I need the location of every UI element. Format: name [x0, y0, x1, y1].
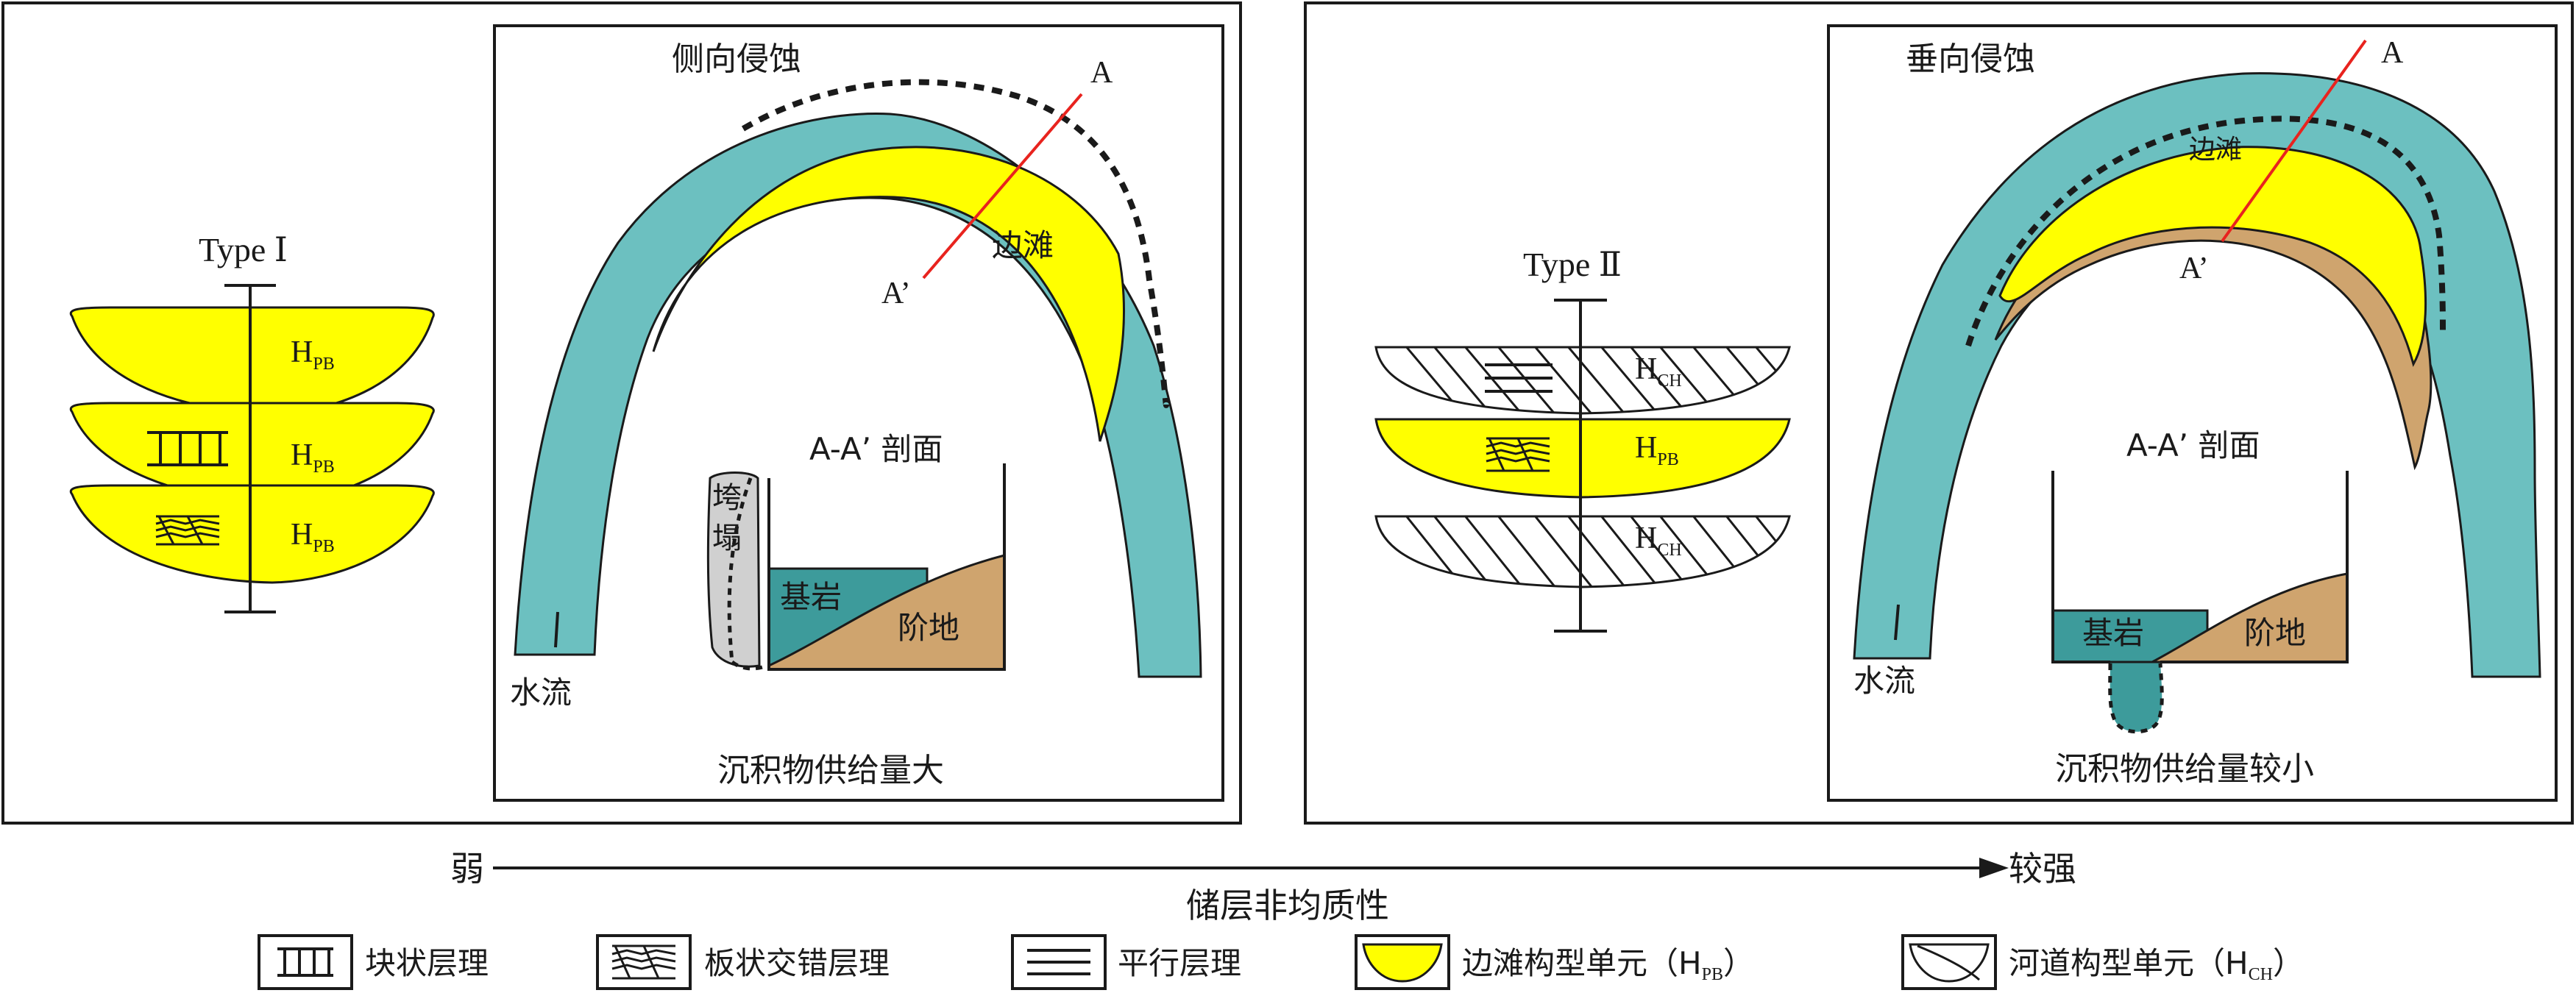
legend-label-massive: 块状层理 — [365, 945, 489, 981]
panel1-section-title: A-A’ 剖面 — [809, 431, 943, 467]
panel2-frame — [1827, 24, 2558, 802]
right-frame — [1304, 1, 2574, 825]
type1-lens-3 — [69, 484, 435, 584]
type1-hpb-1: HPB — [291, 335, 335, 374]
left-frame — [1, 1, 1242, 825]
panel2-flow-arrow — [1894, 604, 1900, 641]
panel1-terrace-label: 阶地 — [898, 610, 959, 646]
type1-hpb-3: HPB — [291, 518, 335, 556]
type2-hch-2: HCH — [1635, 522, 1682, 560]
legend-label-channel: 河道构型单元（HCH） — [2009, 945, 2304, 984]
panel1-point-bar — [652, 146, 1125, 442]
legend-label-cross: 板状交错层理 — [704, 945, 890, 981]
cross-bedding-icon — [596, 934, 692, 990]
type1-hpb-2: HPB — [291, 438, 335, 477]
type2-hpb: HPB — [1635, 431, 1679, 469]
panel2-mark-a2: A’ — [2179, 252, 2209, 285]
panel2-bedrock-label: 基岩 — [2082, 615, 2144, 651]
panel1-point-bar-label: 边滩 — [992, 227, 1054, 263]
panel1-meander — [514, 79, 1202, 678]
panel2-section-line — [2221, 39, 2367, 243]
massive-bedding-icon — [258, 934, 353, 990]
panel1-cross-section — [706, 463, 1006, 671]
legend: 块状层理 板状交错层理 平行层理 边滩构型单元（HPB） 河道构型单元 — [258, 934, 2304, 990]
panel1-section-line — [922, 93, 1083, 280]
panel1-bedrock-label: 基岩 — [780, 579, 842, 615]
panel2-incision — [2110, 662, 2162, 732]
panel2-section-title: A-A’ 剖面 — [2126, 427, 2260, 463]
panel2-point-bar — [1998, 146, 2427, 367]
axis-arrowhead — [1979, 858, 2009, 878]
panel2-point-bar-label: 边滩 — [2189, 135, 2242, 165]
massive-bedding-symbol — [147, 431, 228, 466]
panel1-collapse — [706, 471, 761, 668]
panel1-erosion-label: 侧向侵蚀 — [672, 40, 801, 78]
panel1-collapse-1: 垮 — [712, 481, 742, 515]
legend-label-parallel: 平行层理 — [1118, 945, 1241, 981]
type2-cross-bedding-symbol — [1486, 437, 1550, 472]
panel1-mark-a2: A’ — [881, 277, 911, 310]
panel2-dashed-line — [1965, 115, 2446, 347]
cross-bedding-symbol — [155, 515, 220, 546]
panel1-flow-label: 水流 — [510, 675, 572, 711]
axis-weak-label: 弱 — [450, 849, 484, 889]
axis-title: 储层非均质性 — [1186, 886, 1389, 925]
type1-column: Type Ⅰ HPB HPB HPB — [69, 231, 435, 613]
type2-column: Type Ⅱ — [1374, 246, 1791, 633]
panel2-meander — [1853, 39, 2541, 678]
type1-lens-2 — [69, 402, 435, 503]
legend-label-point-bar: 边滩构型单元（HPB） — [1462, 945, 1754, 984]
panel2-erosion-label: 垂向侵蚀 — [1906, 40, 2035, 78]
type2-hch-1: HCH — [1635, 352, 1682, 391]
panel1-mark-a: A — [1090, 56, 1113, 90]
panel2-terrace-label: 阶地 — [2244, 615, 2306, 651]
panel2-mark-a: A — [2381, 36, 2404, 70]
axis-strong-label: 较强 — [2009, 849, 2076, 889]
panel1-supply-label: 沉积物供给量大 — [717, 752, 944, 789]
panel2-terrace — [2151, 572, 2349, 663]
panel1-flow-arrow — [554, 611, 559, 648]
panel1-former-bank — [741, 79, 1169, 408]
type1-lens-1 — [69, 306, 435, 415]
panel2-supply-label: 沉积物供给量较小 — [2055, 750, 2314, 788]
type2-title: Type Ⅱ — [1523, 246, 1622, 283]
panel1-collapse-2: 塌 — [712, 522, 742, 555]
type1-title: Type Ⅰ — [199, 231, 288, 268]
heterogeneity-axis: 弱 较强 储层非均质性 — [450, 849, 2076, 925]
panel2-flow-label: 水流 — [1853, 663, 1915, 699]
type2-lens-pb — [1374, 418, 1791, 499]
panel1-frame — [493, 24, 1224, 802]
panel2-cross-section — [2051, 471, 2349, 734]
parallel-bedding-symbol — [1485, 363, 1553, 393]
